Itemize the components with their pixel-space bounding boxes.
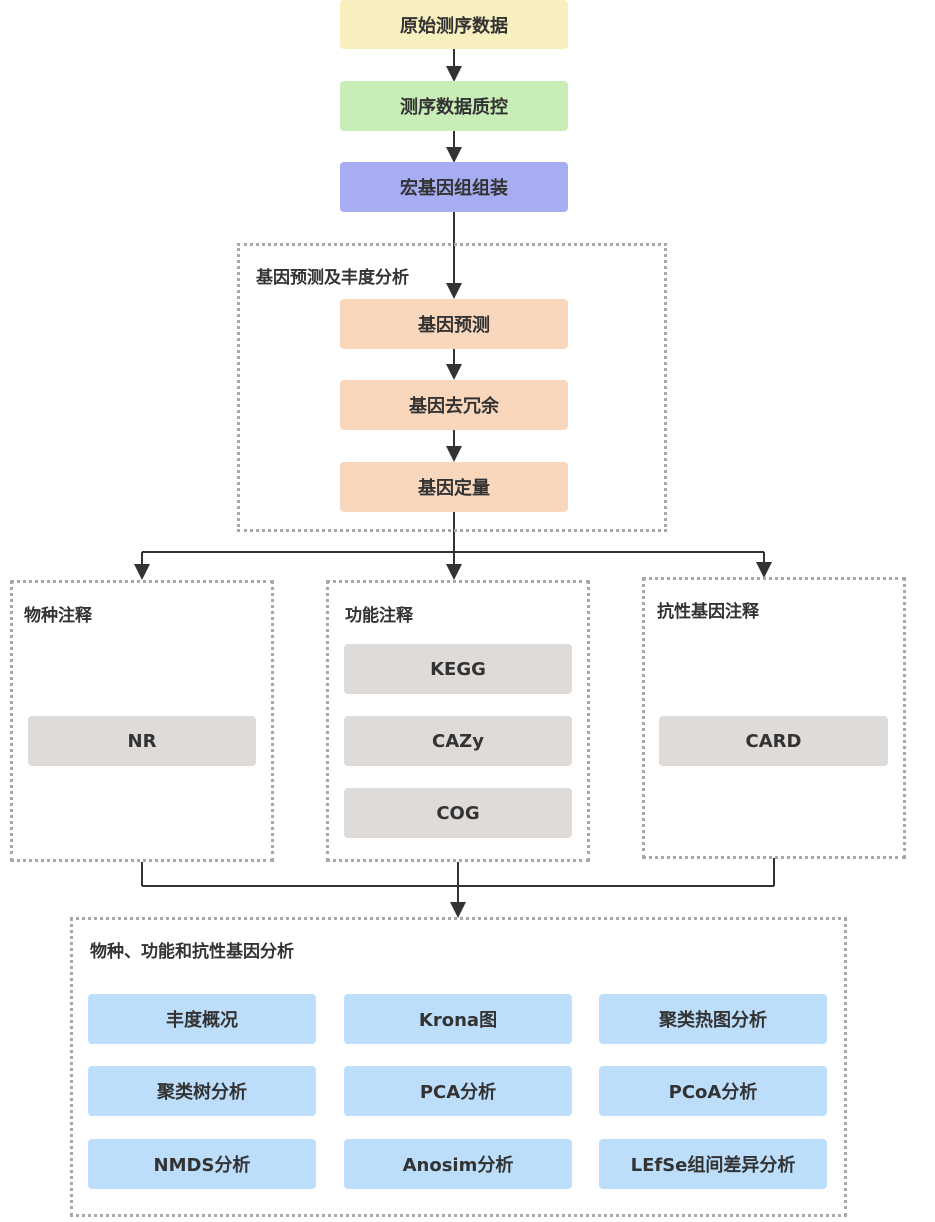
kegg-box: KEGG (344, 644, 572, 694)
analysis-item: 聚类热图分析 (599, 994, 827, 1044)
cog-box: COG (344, 788, 572, 838)
raw-data-box: 原始测序数据 (340, 0, 568, 49)
resistance-group-title: 抗性基因注释 (657, 602, 759, 622)
species-group-title: 物种注释 (24, 606, 92, 626)
cazy-box: CAZy (344, 716, 572, 766)
resistance-group (642, 577, 906, 859)
gene-dedup-box: 基因去冗余 (340, 380, 568, 430)
analysis-item: 丰度概况 (88, 994, 316, 1044)
analysis-group-title: 物种、功能和抗性基因分析 (90, 942, 294, 962)
nr-box: NR (28, 716, 256, 766)
analysis-group (70, 917, 847, 1217)
gene-prediction-box: 基因预测 (340, 299, 568, 349)
analysis-item: Krona图 (344, 994, 572, 1044)
qc-box: 测序数据质控 (340, 81, 568, 131)
gene-quant-box: 基因定量 (340, 462, 568, 512)
function-group-title: 功能注释 (345, 606, 413, 626)
analysis-item: NMDS分析 (88, 1139, 316, 1189)
analysis-item: Anosim分析 (344, 1139, 572, 1189)
analysis-item: 聚类树分析 (88, 1066, 316, 1116)
assembly-box: 宏基因组组装 (340, 162, 568, 212)
gene-group (237, 243, 667, 532)
analysis-item: LEfSe组间差异分析 (599, 1139, 827, 1189)
function-group (326, 580, 590, 862)
card-box: CARD (659, 716, 888, 766)
species-group (10, 580, 274, 862)
analysis-item: PCA分析 (344, 1066, 572, 1116)
gene-group-title: 基因预测及丰度分析 (256, 268, 409, 288)
analysis-item: PCoA分析 (599, 1066, 827, 1116)
